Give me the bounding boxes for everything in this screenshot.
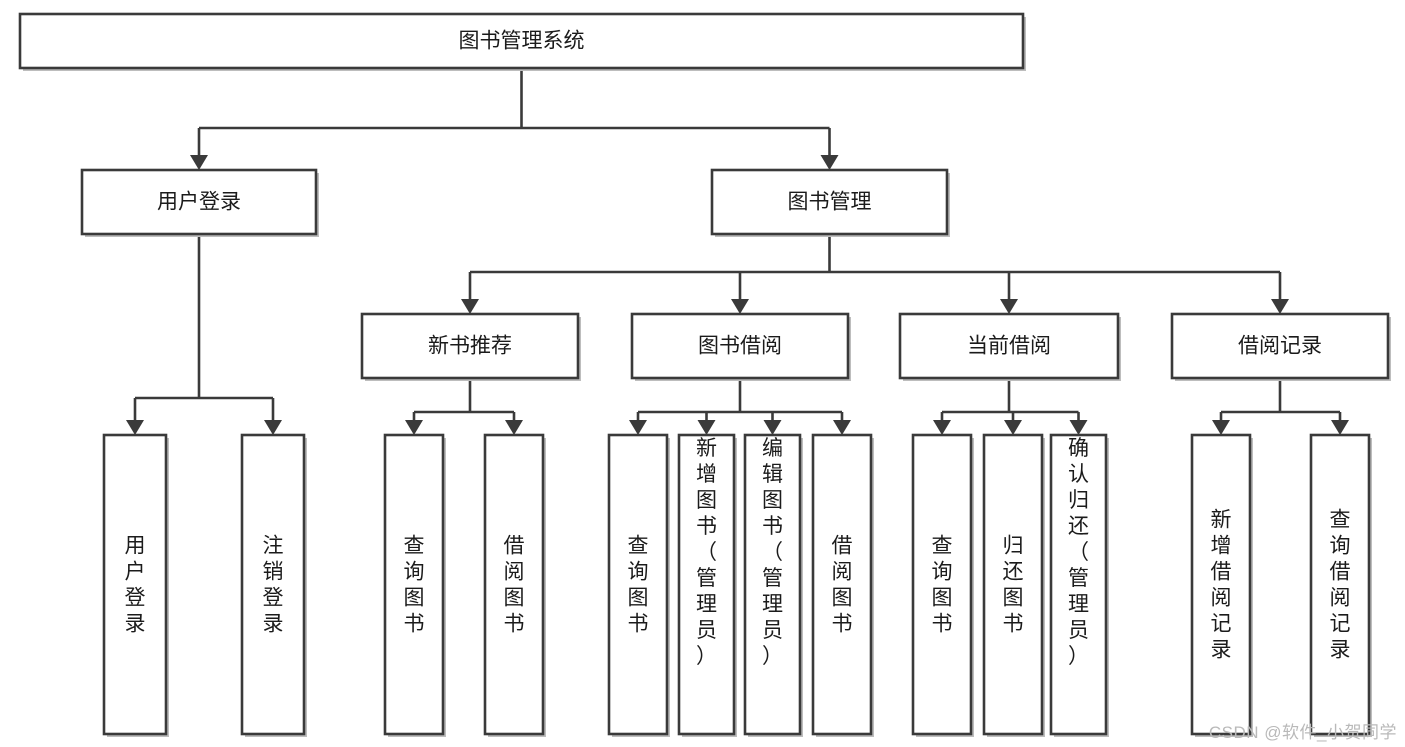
arrowhead — [190, 155, 208, 170]
arrowhead — [1331, 420, 1349, 435]
node-label: 确认归还（管理员） — [1068, 437, 1089, 668]
arrowhead — [405, 420, 423, 435]
node-box[interactable] — [677, 433, 736, 736]
arrowhead — [1004, 420, 1022, 435]
node-box[interactable] — [911, 433, 973, 736]
node-label: 借阅图书 — [504, 535, 525, 636]
node-label: 借阅记录 — [1238, 335, 1322, 358]
node-label: 新书推荐 — [428, 335, 512, 358]
node-box[interactable] — [240, 433, 306, 736]
node-box[interactable] — [898, 312, 1120, 380]
node-归还图书[interactable]: 归还图书 — [982, 433, 1045, 737]
node-box[interactable] — [1309, 433, 1371, 736]
node-新增图书管理员[interactable]: 新增图书（管理员） — [677, 433, 737, 737]
node-图书管理[interactable]: 图书管理 — [710, 168, 950, 237]
arrowhead — [763, 420, 782, 435]
node-label: 借阅图书 — [832, 535, 853, 636]
node-box[interactable] — [811, 433, 873, 736]
node-用户登录[interactable]: 用户登录 — [102, 433, 169, 737]
node-label: 查询图书 — [932, 535, 953, 636]
node-label: 新增借阅记录 — [1211, 509, 1232, 662]
node-label: 查询图书 — [628, 535, 649, 636]
node-label: 当前借阅 — [967, 335, 1051, 358]
node-编辑图书管理员[interactable]: 编辑图书（管理员） — [743, 433, 803, 737]
node-注销登录[interactable]: 注销登录 — [240, 433, 307, 737]
node-box[interactable] — [483, 433, 545, 736]
node-查询借阅记录[interactable]: 查询借阅记录 — [1309, 433, 1372, 737]
node-label: 查询借阅记录 — [1330, 509, 1351, 662]
node-查询图书[interactable]: 查询图书 — [607, 433, 670, 737]
node-box[interactable] — [1049, 433, 1108, 736]
node-用户登录[interactable]: 用户登录 — [80, 168, 319, 237]
arrowhead — [1271, 299, 1289, 314]
node-label: 图书管理 — [788, 191, 872, 214]
arrowhead — [126, 420, 144, 435]
node-box[interactable] — [1170, 312, 1390, 380]
node-box[interactable] — [607, 433, 669, 736]
node-label: 编辑图书（管理员） — [762, 437, 783, 668]
node-box[interactable] — [982, 433, 1044, 736]
node-box[interactable] — [80, 168, 318, 236]
node-label: 图书借阅 — [698, 335, 782, 358]
node-box[interactable] — [1190, 433, 1252, 736]
node-图书借阅[interactable]: 图书借阅 — [630, 312, 851, 381]
node-box[interactable] — [743, 433, 802, 736]
node-确认归还管理员[interactable]: 确认归还（管理员） — [1049, 433, 1109, 737]
node-图书管理系统[interactable]: 图书管理系统 — [18, 12, 1026, 71]
arrowhead — [1000, 299, 1018, 314]
node-label: 新增图书（管理员） — [696, 437, 717, 668]
node-label: 归还图书 — [1003, 535, 1024, 636]
node-box[interactable] — [18, 12, 1025, 70]
node-label: 图书管理系统 — [459, 30, 585, 53]
arrowhead — [629, 420, 647, 435]
node-新增借阅记录[interactable]: 新增借阅记录 — [1190, 433, 1253, 737]
node-box[interactable] — [710, 168, 949, 236]
node-label: 用户登录 — [157, 191, 241, 214]
node-借阅图书[interactable]: 借阅图书 — [483, 433, 546, 737]
arrowhead — [933, 420, 951, 435]
node-借阅记录[interactable]: 借阅记录 — [1170, 312, 1391, 381]
node-box[interactable] — [102, 433, 168, 736]
arrowhead — [697, 420, 716, 435]
node-box[interactable] — [630, 312, 850, 380]
arrowhead — [820, 155, 839, 170]
node-查询图书[interactable]: 查询图书 — [911, 433, 974, 737]
arrowhead — [264, 420, 282, 435]
node-layer: 图书管理系统用户登录图书管理用户登录注销登录新书推荐图书借阅当前借阅借阅记录查询… — [18, 12, 1391, 737]
arrowhead — [505, 420, 523, 435]
node-box[interactable] — [360, 312, 580, 380]
node-新书推荐[interactable]: 新书推荐 — [360, 312, 581, 381]
arrowhead — [731, 299, 749, 314]
arrowhead — [1069, 420, 1088, 435]
arrowhead — [461, 299, 479, 314]
connector-layer — [126, 68, 1349, 435]
node-借阅图书[interactable]: 借阅图书 — [811, 433, 874, 737]
arrowhead — [833, 420, 851, 435]
node-查询图书[interactable]: 查询图书 — [383, 433, 446, 737]
node-label: 注销登录 — [263, 535, 284, 636]
node-label: 查询图书 — [404, 535, 425, 636]
node-label: 用户登录 — [125, 535, 146, 636]
node-box[interactable] — [383, 433, 445, 736]
arrowhead — [1212, 420, 1230, 435]
node-当前借阅[interactable]: 当前借阅 — [898, 312, 1121, 381]
